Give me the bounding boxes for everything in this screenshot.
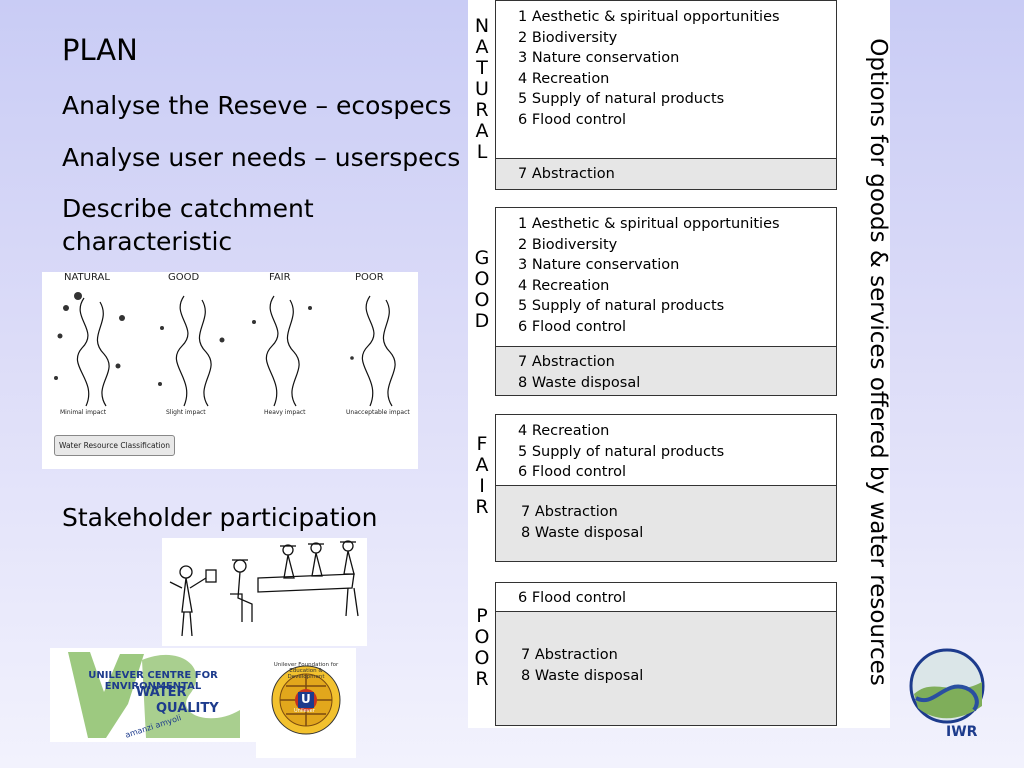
iwr-river-emblem-icon bbox=[909, 648, 985, 724]
foundation-sub-label: Unilever bbox=[294, 708, 315, 714]
catchment-heading: Describe catchment characteristic bbox=[62, 194, 314, 256]
sketch-label-fair: FAIR bbox=[269, 272, 291, 283]
poor-main-list: 6 Flood control bbox=[518, 590, 627, 606]
foundation-center-letter: U bbox=[301, 692, 311, 706]
iwr-logo: IWR bbox=[904, 646, 990, 744]
impact-minimal: Minimal impact bbox=[60, 409, 107, 416]
uc-name-line2: WATER bbox=[136, 685, 187, 700]
sketch-label-poor: POOR bbox=[355, 272, 384, 283]
water-resource-classification-button[interactable]: Water Resource Classification bbox=[54, 435, 175, 456]
uc-name-line3: QUALITY bbox=[156, 701, 219, 716]
sketch-label-natural: NATURAL bbox=[64, 272, 110, 283]
stakeholder-meeting-icon bbox=[169, 540, 359, 637]
sketch-label-good: GOOD bbox=[168, 272, 200, 283]
uc-name-line1: UNILEVER CENTRE FOR ENVIRONMENTAL bbox=[88, 670, 218, 692]
unilever-foundation-logo: Unilever Foundation for Education & Deve… bbox=[256, 648, 356, 758]
catchment-sketch: NATURAL GOOD FAIR POOR Minimal impact Sl… bbox=[42, 272, 418, 469]
foundation-globe-icon bbox=[271, 665, 341, 735]
plan-heading: PLAN bbox=[62, 33, 138, 67]
userspecs-heading: Analyse user needs – userspecs bbox=[62, 143, 461, 172]
impact-heavy: Heavy impact bbox=[264, 409, 306, 416]
ecospecs-heading: Analyse the Reseve – ecospecs bbox=[62, 91, 452, 120]
impact-unacceptable: Unacceptable impact bbox=[346, 409, 410, 416]
natural-grey-list: 7 Abstraction bbox=[496, 158, 836, 189]
unilever-centre-logo: UNILEVER CENTRE FOR ENVIRONMENTAL WATER … bbox=[50, 648, 256, 742]
foundation-ring-text: Unilever Foundation for Education & Deve… bbox=[273, 662, 339, 680]
water-quality-emblem-icon bbox=[68, 652, 240, 738]
side-title: Options for goods & services offered by … bbox=[865, 38, 891, 686]
river-sketches-icon bbox=[54, 292, 396, 407]
stakeholder-heading: Stakeholder participation bbox=[62, 503, 378, 532]
impact-slight: Slight impact bbox=[166, 409, 206, 416]
stakeholder-drawing bbox=[162, 538, 367, 646]
iwr-label: IWR bbox=[946, 724, 978, 740]
